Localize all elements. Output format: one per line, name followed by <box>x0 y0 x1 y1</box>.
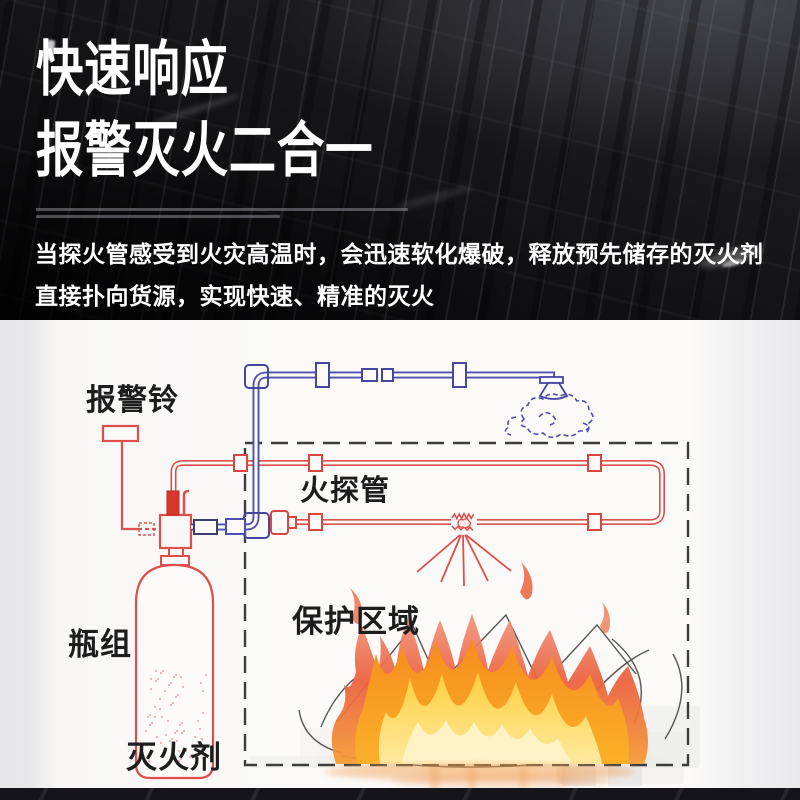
pipe-elbow <box>244 364 269 389</box>
cylinder-icon <box>134 563 215 780</box>
protected-zone-border <box>243 441 690 767</box>
alarm-bell-icon <box>101 424 160 536</box>
diagram-panel: 报警铃 火探管 保护区域 瓶组 灭火剂 <box>0 320 800 788</box>
label-cylinder-group: 瓶组 <box>68 627 132 662</box>
hero-section: 快速响应 报警灭火二合一 当探火管感受到火灾高温时，会迅速软化爆破，释放预先储存… <box>0 0 800 320</box>
label-extinguishing-agent: 灭火剂 <box>126 740 222 775</box>
label-protected-area: 保护区域 <box>292 604 420 639</box>
tube-end-nozzle <box>270 510 297 535</box>
tube-burst-point <box>451 511 477 532</box>
agent-spray-lines <box>416 534 512 587</box>
valve-lever <box>182 489 190 514</box>
headline-line2: 报警灭火二合一 <box>36 117 374 184</box>
system-diagram <box>101 362 700 788</box>
description-line1: 当探火管感受到火灾高温时，会迅速软化爆破，释放预先储存的灭火剂 <box>35 241 764 267</box>
pipe-fittings <box>193 362 467 535</box>
container-valve <box>158 489 193 566</box>
pressure-gauge <box>166 490 180 516</box>
discharge-cloud <box>504 393 594 439</box>
description-line2: 直接扑向货源，实现快速、精准的灭火 <box>35 283 435 309</box>
hero-vignette <box>0 0 800 320</box>
label-alarm-bell: 报警铃 <box>86 384 179 417</box>
fine-print-row <box>36 215 280 218</box>
fire-reflection <box>325 763 635 788</box>
fire-illustration <box>315 562 655 782</box>
detection-tube-loop <box>170 460 665 525</box>
tube-fittings <box>233 454 602 531</box>
headline-line1: 快速响应 <box>36 36 229 103</box>
agent-dots <box>144 669 208 763</box>
label-detection-tube: 火探管 <box>300 475 391 507</box>
next-section-edge <box>0 788 800 800</box>
fine-print-row <box>36 208 408 211</box>
